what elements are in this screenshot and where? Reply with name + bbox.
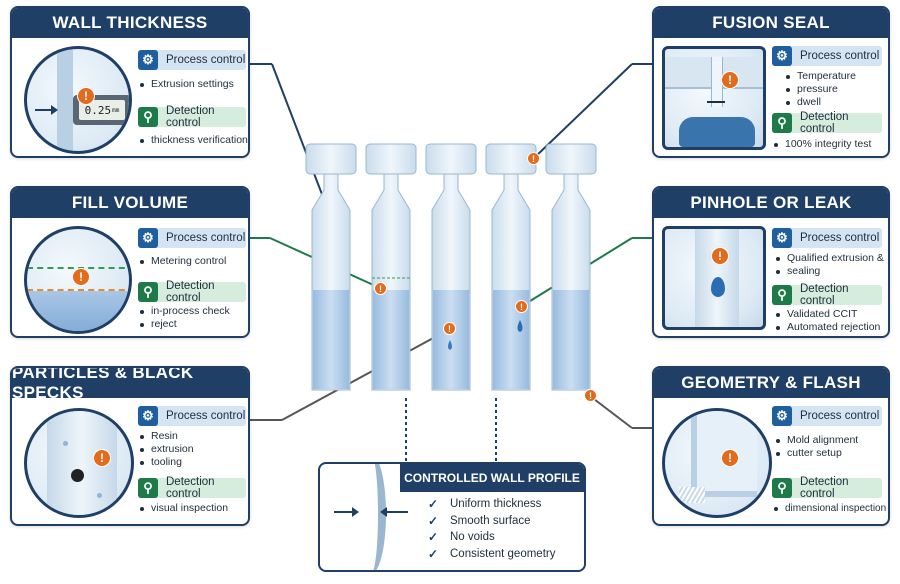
warning-icon: ! (527, 152, 540, 165)
list-item: ✓Consistent geometry (428, 546, 556, 561)
magnifier-icon: ⚲ (772, 113, 792, 133)
warning-icon: ! (515, 300, 528, 313)
detection-items: in-process check reject (138, 305, 248, 331)
process-control-label: ⚙Process control (138, 228, 246, 248)
arrow-right-icon (334, 511, 356, 513)
magnifier-icon: ⚲ (138, 107, 158, 127)
process-items: Extrusion settings (138, 78, 248, 91)
vial-4 (485, 143, 537, 391)
process-items: Mold alignment cutter setup (774, 434, 888, 460)
check-icon: ✓ (428, 497, 439, 511)
process-control-label: ⚙Process control (138, 50, 246, 70)
warning-icon: ! (584, 389, 597, 402)
check-icon: ✓ (428, 546, 439, 561)
process-items: Resin extrusion tooling (138, 430, 248, 469)
detection-items: 100% integrity test (772, 138, 888, 151)
geometry-thumbnail: ! (662, 408, 772, 518)
detection-control-label: ⚲Detection control (138, 476, 246, 500)
vial-5 (545, 143, 597, 391)
vial-strip (305, 143, 597, 391)
process-control-label: ⚙Process control (772, 406, 882, 426)
detection-control-label: ⚲Detection control (772, 111, 882, 135)
magnifier-icon: ⚲ (138, 282, 158, 302)
process-items: Temperature pressure dwell (784, 70, 884, 109)
profile-title: CONTROLLED WALL PROFILE (400, 464, 584, 492)
detection-items: dimensional inspection (772, 502, 888, 515)
fusion-seal-thumbnail: ! (662, 46, 766, 150)
warning-icon: ! (721, 449, 739, 467)
detection-control-label: ⚲Detection control (138, 280, 246, 304)
warning-icon: ! (443, 322, 456, 335)
card-title: FUSION SEAL (654, 8, 888, 38)
card-title: PINHOLE OR LEAK (654, 188, 888, 218)
process-control-label: ⚙Process control (772, 228, 882, 248)
process-control-label: ⚙Process control (772, 46, 882, 66)
pinhole-thumbnail: ! (662, 226, 766, 330)
gear-icon: ⚙ (772, 406, 792, 426)
warning-icon: ! (77, 87, 95, 105)
gear-icon: ⚙ (138, 406, 158, 426)
warning-icon: ! (711, 247, 729, 265)
gear-icon: ⚙ (772, 46, 792, 66)
warning-icon: ! (93, 449, 111, 467)
list-item: ✓No voids (428, 530, 495, 544)
controlled-wall-profile-card: CONTROLLED WALL PROFILE ✓Uniform thickne… (318, 462, 586, 572)
detection-control-label: ⚲Detection control (772, 283, 882, 307)
card-title: GEOMETRY & FLASH (654, 368, 888, 398)
leak-droplet (711, 277, 725, 297)
gear-icon: ⚙ (138, 50, 158, 70)
detection-control-label: ⚲Detection control (138, 105, 246, 129)
magnifier-icon: ⚲ (772, 478, 792, 498)
detection-items: Validated CCIT Automated rejection (774, 308, 888, 334)
gauge-reading: 0.25 (84, 103, 112, 117)
arrow-left-icon (386, 511, 408, 513)
magnifier-icon: ⚲ (138, 478, 158, 498)
vial-1 (305, 143, 357, 391)
list-item: ✓Smooth surface (428, 513, 531, 528)
card-title: FILL VOLUME (12, 188, 248, 218)
fill-volume-card: FILL VOLUME ! ⚙Process control Metering … (10, 186, 250, 338)
vial-3 (425, 143, 477, 391)
geometry-card: GEOMETRY & FLASH ! ⚙Process control Mold… (652, 366, 890, 526)
gear-icon: ⚙ (138, 228, 158, 248)
magnifier-icon: ⚲ (772, 285, 792, 305)
warning-icon: ! (721, 71, 739, 89)
gear-icon: ⚙ (772, 228, 792, 248)
vial-2 (365, 143, 417, 391)
wall-profile-thumbnail (320, 464, 416, 570)
profile-checklist: ✓Uniform thickness ✓Smooth surface ✓No v… (428, 496, 555, 562)
arrow-right-icon (35, 109, 53, 111)
pinhole-card: PINHOLE OR LEAK ! ⚙Process control Quali… (652, 186, 890, 338)
gauge-unit: mm (112, 106, 120, 114)
fusion-seal-card: FUSION SEAL ! ⚙Process control Temperatu… (652, 6, 890, 158)
detection-items: visual inspection (138, 502, 248, 515)
particles-thumbnail: ! (24, 408, 134, 518)
fill-volume-thumbnail: ! (24, 226, 132, 334)
detection-control-label: ⚲Detection control (772, 476, 882, 500)
card-title: PARTICLES & BLACK SPECKS (12, 368, 248, 402)
wall-thickness-card: WALL THICKNESS 0.25 mm ! ⚙Process contro… (10, 6, 250, 158)
detection-items: thickness verification (138, 134, 248, 147)
wall-thickness-thumbnail: 0.25 mm ! (24, 46, 132, 154)
check-icon: ✓ (428, 530, 439, 544)
warning-icon: ! (72, 268, 90, 286)
list-item: ✓Uniform thickness (428, 497, 542, 511)
particles-card: PARTICLES & BLACK SPECKS ! ⚙Process cont… (10, 366, 250, 526)
card-title: WALL THICKNESS (12, 8, 248, 38)
process-control-label: ⚙Process control (138, 406, 246, 426)
process-items: Metering control (138, 255, 248, 268)
black-speck (71, 469, 84, 482)
process-items: Qualified extrusion & sealing (774, 252, 888, 278)
warning-icon: ! (374, 282, 387, 295)
check-icon: ✓ (428, 513, 439, 528)
